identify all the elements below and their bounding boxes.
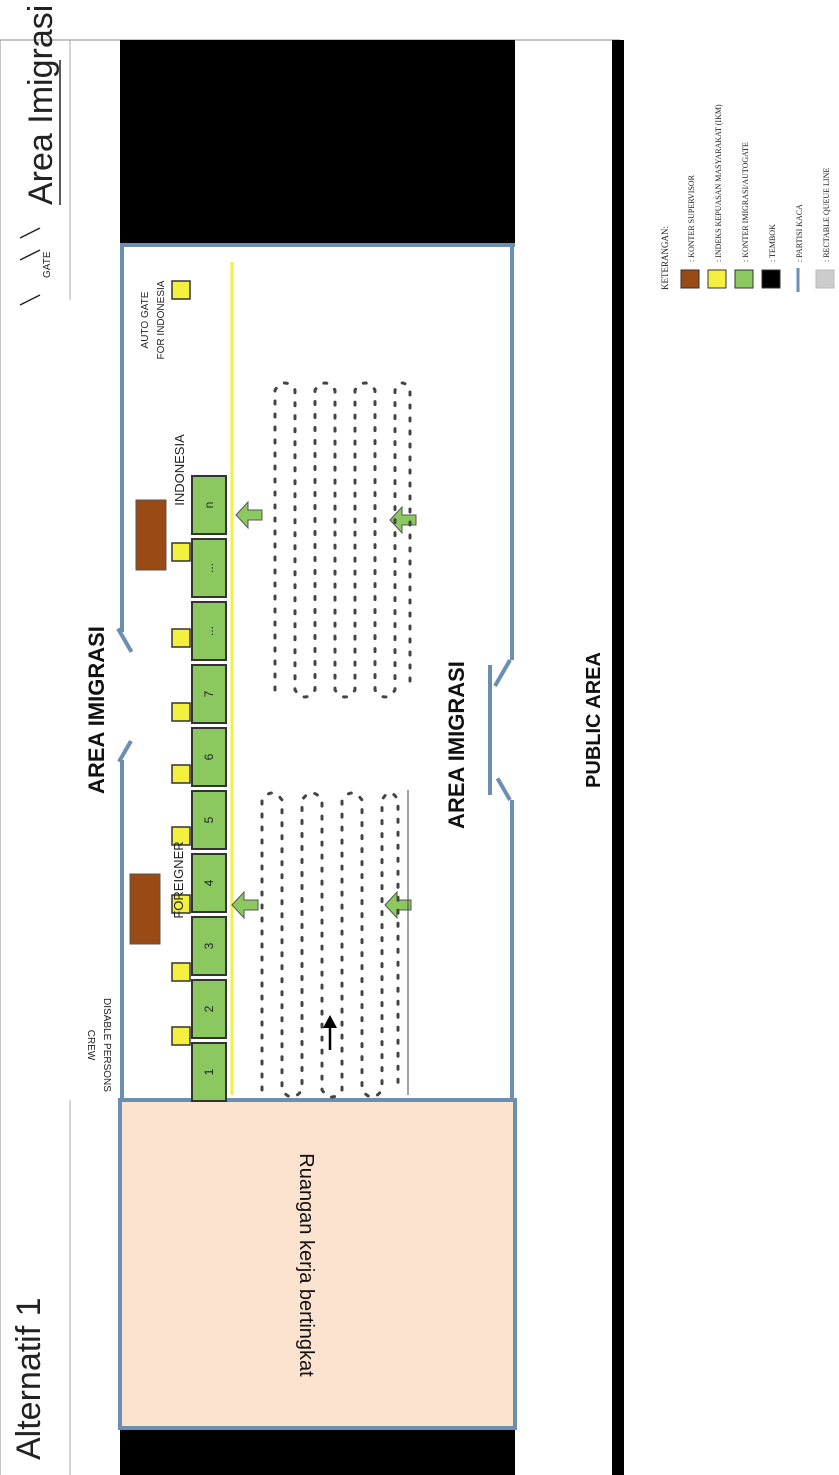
autogate-label: FOR INDONESIA <box>156 280 167 359</box>
entry-arrow <box>235 500 263 530</box>
legend-label: : KONTER SUPERVISOR <box>687 174 696 262</box>
gate-slash <box>19 249 41 261</box>
supervisor-counter <box>135 499 167 571</box>
queues-layer <box>260 381 412 1099</box>
ikm-box <box>171 764 191 784</box>
supervisor-counter <box>129 873 161 945</box>
counter-box <box>191 790 227 850</box>
counter-number: ... <box>202 626 216 636</box>
glass-door-left-a <box>116 627 134 653</box>
ikm-box <box>171 280 191 300</box>
legend-swatch <box>680 269 700 289</box>
legend-label: : RECTABLE QUEUE LINE <box>822 168 831 262</box>
counter-box <box>191 727 227 787</box>
counter-number: 5 <box>202 816 216 823</box>
legend-item: : PARTISI KACA <box>795 204 804 292</box>
gate-label: GATE <box>42 251 53 278</box>
ikm-box <box>171 826 191 846</box>
legend-swatch <box>815 269 835 289</box>
glass-door-right-b <box>495 777 512 801</box>
counter-box <box>191 1042 227 1102</box>
wall-top <box>120 40 515 245</box>
ikm-box <box>171 702 191 722</box>
ikm-box <box>171 894 191 914</box>
counter-box <box>191 601 227 661</box>
counter-box <box>191 538 227 598</box>
immigration-counter: ... <box>191 601 227 661</box>
immigration-counter: n <box>191 475 227 535</box>
counter-box <box>191 664 227 724</box>
disable-persons-label: DISABLE PERSONS <box>101 998 112 1092</box>
ikm-box <box>171 962 191 982</box>
legend-label: : KONTER IMIGRASI/AUTOGATE <box>741 142 750 262</box>
legend-swatch <box>707 269 727 289</box>
counter-number: 4 <box>202 879 216 886</box>
ikm-box <box>171 628 191 648</box>
counter-number: ... <box>202 563 216 573</box>
ikm-box <box>171 542 191 562</box>
public-area-label: PUBLIC AREA <box>583 652 605 788</box>
immigration-counter: 5 <box>191 790 227 850</box>
legend-label: : PARTISI KACA <box>795 204 804 262</box>
counter-box <box>191 916 227 976</box>
legend-item: : RECTABLE QUEUE LINE <box>815 168 835 289</box>
office-label: Ruangan kerja bertingkat <box>295 1153 317 1377</box>
immigration-counter: 1 <box>191 1042 227 1102</box>
counter-box <box>191 475 227 535</box>
crew-label: CREW <box>85 1030 96 1061</box>
wall-bottom <box>120 1428 515 1475</box>
area-imigrasi-lower-label: AREA IMIGRASI <box>444 661 469 829</box>
counter-number: 7 <box>202 690 216 697</box>
glass-door-left-b <box>117 739 133 763</box>
foreigner-label: FOREIGNER <box>171 841 186 918</box>
immigration-counter: 6 <box>191 727 227 787</box>
legend-items: : KONTER SUPERVISOR : INDEKS KEPUASAN MAS… <box>680 104 835 292</box>
counter-number: 2 <box>202 1005 216 1012</box>
legend-title: KETERANGAN: <box>660 226 670 290</box>
counter-number: 3 <box>202 942 216 949</box>
legend-label: : TEMBOK <box>768 224 777 262</box>
entry-arrow <box>231 890 259 920</box>
gate-slash <box>19 227 41 239</box>
counter-box <box>191 979 227 1039</box>
legend-swatch <box>761 269 781 289</box>
legend: KETERANGAN: : KONTER SUPERVISOR : INDEKS … <box>660 104 835 292</box>
area-imigrasi-heading: Area Imigrasi <box>22 5 60 205</box>
legend-item: : INDEKS KEPUASAN MASYARAKAT (IKM) <box>707 104 727 289</box>
alternatif-heading: Alternatif 1 <box>10 1297 48 1460</box>
autogate-label: AUTO GATE <box>140 291 151 348</box>
ikm-box <box>171 1026 191 1046</box>
legend-item: : KONTER SUPERVISOR <box>680 174 700 289</box>
glass-door-right-a <box>493 659 512 687</box>
immigration-counter: 3 <box>191 916 227 976</box>
area-imigrasi-upper-label: AREA IMIGRASI <box>84 626 109 794</box>
legend-swatch <box>734 269 754 289</box>
entry-arrow <box>389 505 417 535</box>
exit-arrow <box>323 1015 337 1050</box>
legend-label: : INDEKS KEPUASAN MASYARAKAT (IKM) <box>714 104 723 262</box>
counter-box <box>191 853 227 913</box>
immigration-counter: ... <box>191 538 227 598</box>
counter-number: 1 <box>202 1068 216 1075</box>
counter-number: n <box>202 502 216 509</box>
queue-line <box>273 381 412 699</box>
queue-line <box>260 791 400 1099</box>
legend-item: : KONTER IMIGRASI/AUTOGATE <box>734 142 754 289</box>
indonesia-label: INDONESIA <box>172 434 187 506</box>
counters-layer: 1 2 3 4 5 6 7...... n <box>171 280 227 1102</box>
immigration-counter: 4 <box>191 853 227 913</box>
wall-right <box>612 40 624 1475</box>
entry-arrow <box>384 890 412 920</box>
counter-number: 6 <box>202 753 216 760</box>
gate-slash <box>19 294 41 306</box>
office-area <box>118 1098 517 1430</box>
immigration-counter: 2 <box>191 979 227 1039</box>
legend-item: : TEMBOK <box>761 224 781 289</box>
immigration-counter: 7 <box>191 664 227 724</box>
